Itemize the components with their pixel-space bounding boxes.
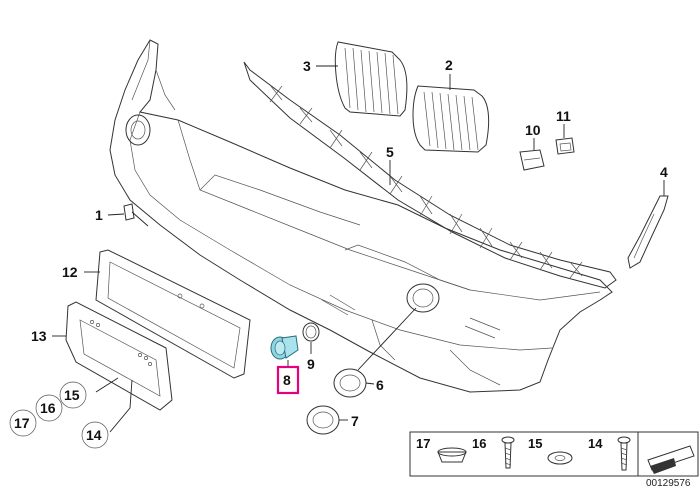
washer-icon	[547, 451, 573, 465]
arrow-icon	[647, 445, 695, 474]
callout-11: 11	[556, 108, 571, 124]
kidney-grille-right	[412, 85, 490, 153]
callout-17: 17	[14, 415, 30, 431]
screw-icon-long	[617, 436, 631, 471]
license-plate-holder-part-13	[52, 301, 173, 433]
license-plate-base-part-12	[84, 249, 251, 379]
callout-1: 1	[95, 207, 103, 223]
callout-circle-16	[35, 394, 63, 422]
callout-14: 14	[86, 427, 102, 443]
legend-16: 16	[472, 436, 486, 451]
ring-part-7	[306, 405, 348, 435]
document-number: 00129576	[646, 478, 691, 489]
clip-part-1	[107, 203, 149, 227]
callout-15: 15	[64, 387, 80, 403]
bumper-trim-panel	[109, 39, 613, 393]
callout-9: 9	[307, 356, 315, 372]
callout-circle-15	[59, 381, 87, 409]
callout-7: 7	[351, 413, 359, 429]
ring-part-9	[302, 322, 320, 354]
screw-icon	[501, 436, 515, 469]
mesh-grille-part-5	[243, 61, 617, 289]
legend-15: 15	[528, 436, 542, 451]
grommet-icon	[437, 447, 467, 463]
callout-4: 4	[660, 164, 668, 180]
callout-13: 13	[31, 328, 47, 344]
ring-part-6	[333, 307, 417, 398]
legend-14: 14	[588, 436, 603, 451]
callout-12: 12	[62, 264, 78, 280]
callout-circle-17	[9, 409, 37, 437]
callout-16: 16	[40, 400, 56, 416]
callout-6: 6	[376, 377, 384, 393]
kidney-grille-left	[334, 41, 408, 117]
highlight-box-part-8	[276, 365, 300, 395]
callout-2: 2	[445, 57, 453, 73]
bracket-part-10	[519, 138, 545, 171]
legend-17: 17	[416, 436, 430, 451]
callout-circle-14	[81, 421, 109, 449]
callout-10: 10	[525, 122, 541, 138]
callout-5: 5	[386, 144, 394, 160]
callout-8: 8	[283, 372, 291, 388]
side-trim-part-4	[627, 180, 669, 269]
footer-legend: 17 16 15 14 00129576	[409, 431, 699, 489]
callout-3: 3	[303, 58, 311, 74]
parking-sensor-part-8[interactable]	[270, 335, 299, 368]
trim-piece-part-11	[555, 124, 575, 155]
